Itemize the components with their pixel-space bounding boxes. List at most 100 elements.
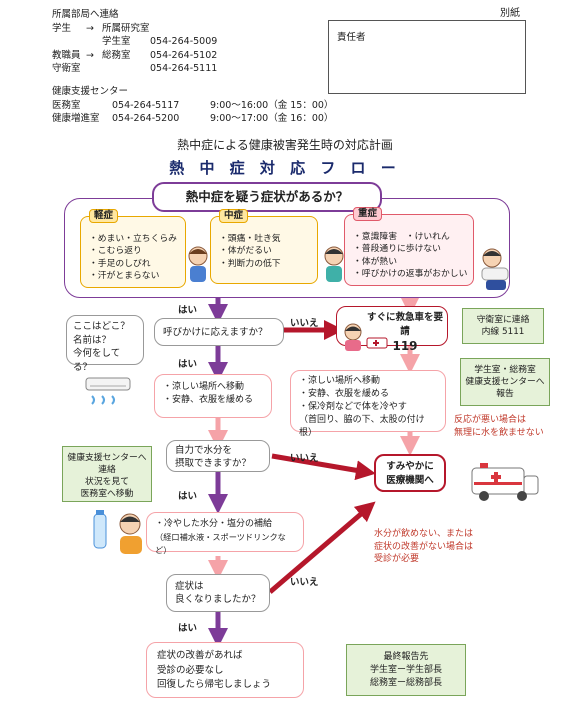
clinic-label: 医務室 xyxy=(52,99,81,111)
staff-dest: 総務室 xyxy=(102,49,131,61)
arrow-up-right xyxy=(268,501,376,594)
ask-item: 今何をしてる？ xyxy=(73,348,121,373)
mild-item: ・めまい・立ちくらみ xyxy=(89,234,177,244)
note-line: 水分が飲めない、または xyxy=(374,529,474,539)
ask-questions-box: ここはどこ？ 名前は？ 今何をしてる？ xyxy=(66,315,144,373)
responsible-label: 責任者 xyxy=(337,32,366,43)
clinic-tel: 054-264-5117 xyxy=(112,99,180,111)
mild-item: ・こむら返り xyxy=(89,246,142,257)
hydration-line: ・冷やした水分・塩分の補給 xyxy=(155,519,273,529)
cooling-box-right: ・涼しい場所へ移動 ・安静、衣服を緩める ・保冷剤などで体を冷やす （首回り、脇… xyxy=(290,370,446,438)
final-report-title: 最終報告先 xyxy=(383,652,429,662)
severe-item: ・普段通りに歩けない xyxy=(353,244,441,255)
report-box: 学生室・総務室 健康支援センターへ 報告 xyxy=(460,358,550,406)
report-line: 学生室・総務室 xyxy=(474,365,536,375)
yes-label: はい xyxy=(178,623,198,634)
mild-symptoms-box: 軽症 ・めまい・立ちくらみ ・こむら返り ・手足のしびれ ・汗がとまらない xyxy=(80,209,186,288)
severe-item: ・呼びかけの返事がおかしい xyxy=(353,269,468,280)
improve-line: 症状は xyxy=(175,581,204,592)
ambulance-icon xyxy=(471,463,539,501)
question-symptoms: 熱中症を疑う症状があるか？ xyxy=(152,182,382,212)
student-label: 学生 xyxy=(52,22,72,34)
severe-item: ・体が熱い xyxy=(353,256,397,267)
hydration-box: ・冷やした水分・塩分の補給 （経口補水液・スポーツドリンクなど） xyxy=(146,512,304,555)
no-label: いいえ xyxy=(290,577,319,588)
note-line: 反応が悪い場合は xyxy=(454,415,527,425)
cooling-step: （首回り、脇の下、太股の付け根） xyxy=(299,415,425,438)
health-center-title: 健康支援センター xyxy=(52,85,129,97)
drink-line: 自力で水分を xyxy=(175,445,233,456)
ask-item: ここはどこ？ xyxy=(73,321,130,332)
cooling-step: ・涼しい場所へ移動 xyxy=(163,382,245,392)
improve-line: 良くなりましたか？ xyxy=(175,594,261,605)
no-water-note: 反応が悪い場合は 無理に水を飲ませない xyxy=(454,414,544,439)
hydration-fail-note: 水分が飲めない、または 症状の改善がない場合は 受診が必要 xyxy=(374,528,473,566)
hospital-line: すみやかに xyxy=(386,461,434,472)
ambulance-number: 119 xyxy=(392,339,418,353)
ambulance-small-icon xyxy=(366,337,388,349)
moderate-item: ・頭痛・吐き気 xyxy=(219,234,281,244)
dizzy-person-icon xyxy=(188,246,208,282)
staff-label: 教職員 xyxy=(52,49,81,61)
mild-item: ・手足のしびれ xyxy=(89,258,151,269)
attachment-label: 別紙 xyxy=(500,8,520,19)
responsible-box: 責任者 xyxy=(328,20,526,94)
yes-label: はい xyxy=(178,491,198,502)
severe-item: ・意識障害 ・けいれん xyxy=(353,232,450,242)
question-drink: 自力で水分を 摂取できますか？ xyxy=(166,440,270,472)
note-line: 無理に水を飲ませない xyxy=(454,427,544,438)
cooling-box-left: ・涼しい場所へ移動 ・安静、衣服を緩める xyxy=(154,374,272,418)
mild-item: ・汗がとまらない xyxy=(89,271,160,282)
student-office-tel: 054-264-5009 xyxy=(150,36,218,48)
moderate-item: ・判断力の低下 xyxy=(219,258,281,269)
final-box: 症状の改善があれば 受診の必要なし 回復したら帰宅しましょう xyxy=(146,642,304,698)
phone-caller-icon xyxy=(344,323,362,351)
no-label: いいえ xyxy=(290,453,319,464)
air-conditioner-icon xyxy=(85,377,131,405)
cooling-step: ・保冷剤などで体を冷やす xyxy=(299,402,407,412)
cooling-step: ・涼しい場所へ移動 xyxy=(299,376,381,386)
guard-contact-ext: 内線 5111 xyxy=(481,327,525,337)
final-line: 回復したら帰宅しましょう xyxy=(157,679,272,690)
health-center-line: 連絡 xyxy=(98,465,116,475)
health-center-box: 健康支援センターへ 連絡 状況を見て 医務室へ移動 xyxy=(62,446,152,502)
ambulance-text: すぐに救急車を要請 xyxy=(367,312,444,337)
cooling-step: ・安静、衣服を緩める xyxy=(163,395,254,405)
final-line: 受診の必要なし xyxy=(157,664,224,676)
hospital-box: すみやかに 医療機関へ xyxy=(374,454,446,492)
clinic-hours: 9:00〜16:00（金 15：00） xyxy=(210,99,334,111)
final-report-box: 最終報告先 学生室ー学生部長 総務室ー総務部長 xyxy=(346,644,466,696)
plan-title: 熱中症による健康被害発生時の対応計画 xyxy=(177,138,393,152)
arrow-right-icon: → xyxy=(86,49,94,61)
severe-symptoms-box: 重症 ・意識障害 ・けいれん ・普段通りに歩けない ・体が熱い ・呼びかけの返事… xyxy=(344,207,474,286)
hydration-line: （経口補水液・スポーツドリンクなど） xyxy=(155,532,286,555)
promo-tel: 054-264-5200 xyxy=(112,113,180,125)
moderate-tag: 中症 xyxy=(219,209,249,224)
staff-tel: 054-264-5102 xyxy=(150,49,218,61)
note-line: 症状の改善がない場合は xyxy=(374,541,474,552)
moderate-symptoms-box: 中症 ・頭痛・吐き気 ・体がだるい ・判断力の低下 xyxy=(210,209,318,284)
moderate-item: ・体がだるい xyxy=(219,246,272,257)
cooling-step: ・安静、衣服を緩める xyxy=(299,389,390,399)
health-center-line: 健康支援センターへ xyxy=(67,453,147,463)
health-center-line: 状況を見て xyxy=(85,477,129,487)
report-line: 報告 xyxy=(496,389,514,399)
report-line: 健康支援センターへ xyxy=(465,377,545,387)
ask-item: 名前は？ xyxy=(73,334,112,346)
final-report-line: 学生室ー学生部長 xyxy=(369,665,442,675)
flow-title: 熱 中 症 対 応 フ ロ ー xyxy=(169,159,401,177)
guard-contact-box: 守衛室に連絡 内線 5111 xyxy=(462,308,544,344)
contact-title: 所属部局へ連絡 xyxy=(52,9,119,20)
health-center-line: 医務室へ移動 xyxy=(80,489,134,499)
note-line: 受診が必要 xyxy=(374,554,420,564)
collapsed-person-icon xyxy=(481,248,509,290)
drinking-person-icon xyxy=(93,510,142,554)
guard-tel: 054-264-5111 xyxy=(150,63,218,75)
mild-tag: 軽症 xyxy=(89,209,119,224)
student-dest: 所属研究室 xyxy=(102,22,150,34)
question-improve: 症状は 良くなりましたか？ xyxy=(166,574,270,612)
hospital-line: 医療機関へ xyxy=(386,475,434,486)
arrow-right-icon: → xyxy=(86,22,94,34)
tired-person-icon xyxy=(324,246,344,282)
guard-contact-title: 守衛室に連絡 xyxy=(476,315,530,325)
